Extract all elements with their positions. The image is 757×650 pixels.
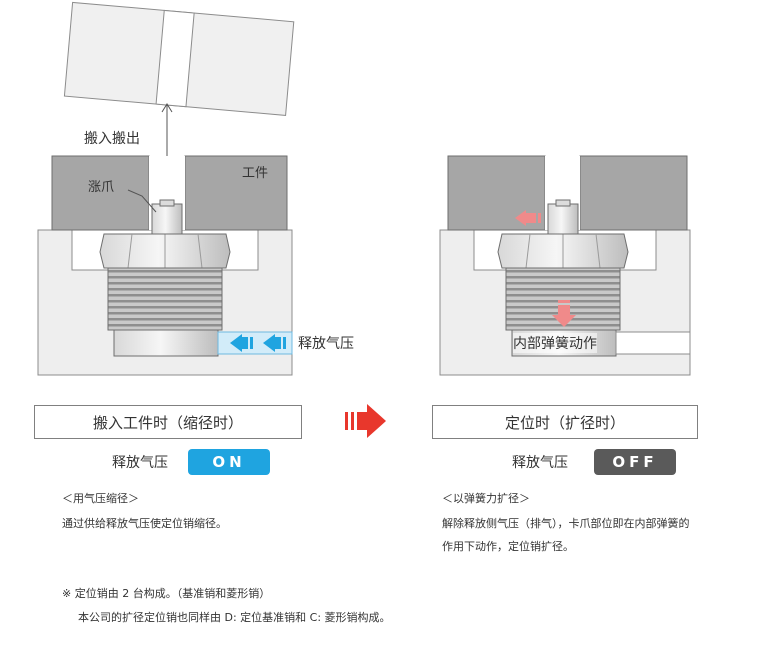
air-flow-arrows-icon: [230, 334, 286, 352]
label-workpiece: 工件: [242, 166, 269, 181]
left-state-label: 释放气压: [112, 455, 168, 471]
note-line-2: 本公司的扩径定位销也同样由 D: 定位基准销和 C: 菱形销构成。: [78, 611, 391, 624]
right-desc-heading: ＜以弹簧力扩径＞: [442, 492, 530, 505]
note-line-1: ※ 定位销由 2 台构成。（基准销和菱形销）: [62, 587, 271, 600]
left-desc-heading: ＜用气压缩径＞: [62, 492, 139, 505]
thread-body: [107, 267, 223, 331]
right-desc-body-2: 作用下动作，定位销扩径。: [442, 540, 574, 553]
pin-diagram: [37, 1, 691, 376]
workpiece-lifted: [63, 1, 295, 116]
right-state-title: 定位时（扩径时）: [432, 405, 698, 439]
left-diagram: [37, 1, 295, 376]
label-claw: 涨爪: [88, 180, 115, 195]
right-desc-body-1: 解除释放侧气压（排气），卡爪部位即在内部弹簧的: [442, 517, 690, 530]
left-state-title: 搬入工件时（缩径时）: [34, 405, 302, 439]
label-inner-spring: 内部弹簧动作: [513, 333, 597, 353]
spring-arrow-icon: [552, 300, 576, 327]
expand-arrow-icon: [515, 210, 541, 226]
pin-claw: [151, 203, 183, 235]
right-state-label: 释放气压: [512, 455, 568, 471]
off-status-badge: OFF: [594, 449, 676, 475]
right-diagram: [439, 155, 691, 376]
left-desc-body: 通过供给释放气压使定位销缩径。: [62, 517, 227, 530]
workpiece-left: [51, 155, 150, 231]
pin-claw-right: [547, 203, 579, 235]
label-release-air: 释放气压: [298, 336, 354, 352]
label-in-out: 搬入搬出: [84, 131, 140, 147]
transition-arrow: [345, 404, 386, 438]
on-status-badge: ON: [188, 449, 270, 475]
